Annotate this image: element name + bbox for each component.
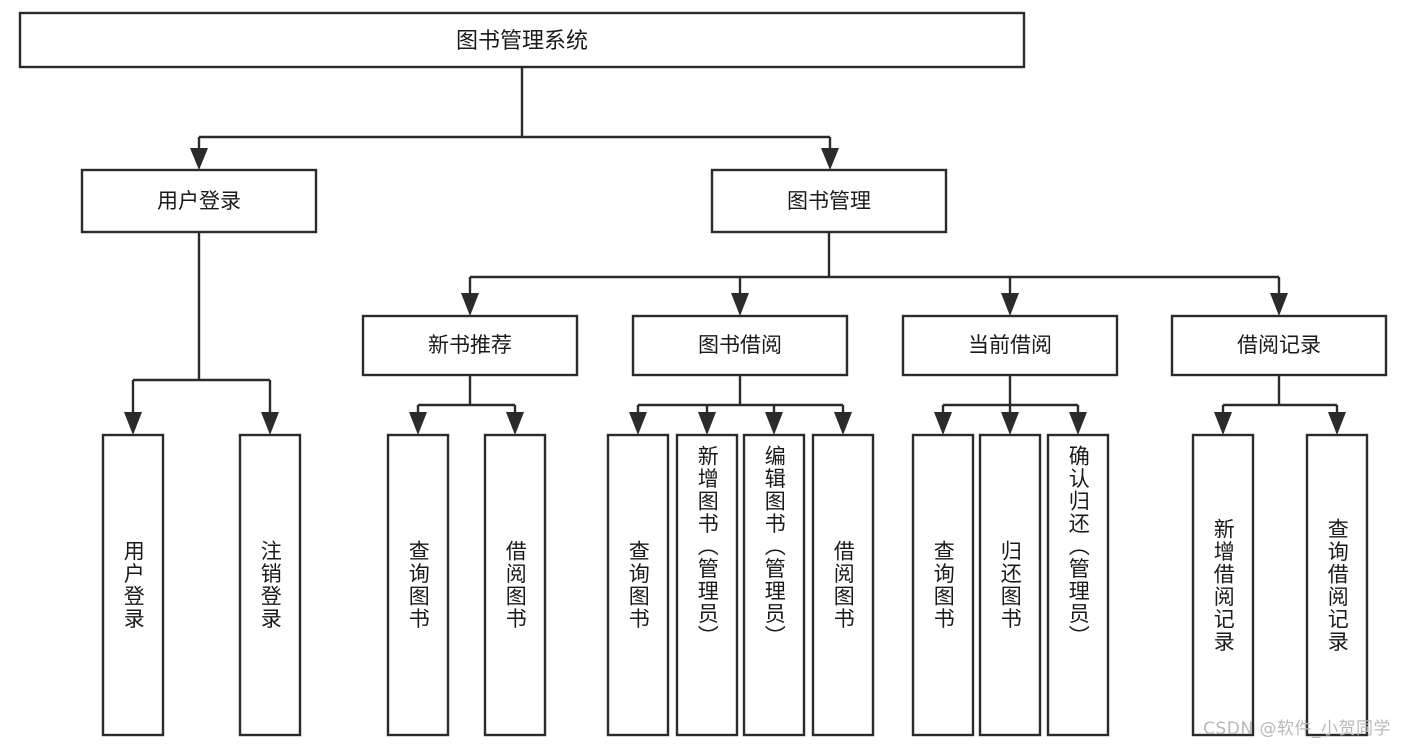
level3-label-1: 图书借阅 <box>698 333 782 357</box>
arrowhead-icon <box>765 412 783 435</box>
leaf-box-current-borrow-1[interactable] <box>978 433 1042 737</box>
arrowhead-icon <box>731 293 749 316</box>
level3-label-3: 借阅记录 <box>1237 333 1321 357</box>
arrowhead-icon <box>1001 293 1019 316</box>
level3-box-0[interactable] <box>361 314 579 377</box>
arrowhead-icon <box>934 412 952 435</box>
csdn-watermark: CSDN @软件_小贺同学 <box>1203 719 1391 739</box>
leaf-box-book-borrow-0[interactable] <box>606 433 670 737</box>
leaf-box-book-borrow-1[interactable] <box>675 433 739 737</box>
node-book-borrow[interactable]: 图书借阅 <box>631 314 849 377</box>
leaf-box-borrow-record-0[interactable] <box>1191 433 1255 737</box>
node-new-book-recommend[interactable]: 新书推荐 <box>361 314 579 377</box>
arrowhead-icon <box>1001 412 1019 435</box>
leaf-box-user-login-0[interactable] <box>101 433 165 737</box>
arrowhead-icon <box>261 412 279 435</box>
leaf-box-book-borrow-3[interactable] <box>811 433 875 737</box>
leaf-box-new-book-0[interactable] <box>386 433 450 737</box>
level2-box-0[interactable] <box>80 168 318 234</box>
arrowhead-icon <box>834 412 852 435</box>
connector-currentborrow-to-leaves <box>934 375 1087 435</box>
level2-label-1: 图书管理 <box>787 189 871 213</box>
root-box[interactable] <box>18 11 1026 69</box>
arrowhead-icon <box>629 412 647 435</box>
arrowhead-icon <box>409 412 427 435</box>
arrowhead-icon <box>1328 412 1346 435</box>
connector-borrowrecord-to-leaves <box>1214 375 1346 435</box>
leaf-box-user-login-1[interactable] <box>238 433 302 737</box>
node-root[interactable]: 图书管理系统 <box>18 11 1026 69</box>
connector-bookmanage-to-level3 <box>461 232 1288 316</box>
arrowhead-icon <box>506 412 524 435</box>
level3-box-2[interactable] <box>901 314 1119 377</box>
node-book-manage[interactable]: 图书管理 <box>710 168 948 234</box>
leaf-box-book-borrow-2[interactable] <box>742 433 806 737</box>
arrowhead-icon <box>821 148 839 170</box>
arrowhead-icon <box>461 293 479 316</box>
connector-bookborrow-to-leaves <box>629 375 852 435</box>
arrowhead-icon <box>124 412 142 435</box>
arrowhead-icon <box>1270 293 1288 316</box>
node-user-login[interactable]: 用户登录 <box>80 168 318 234</box>
node-borrow-record[interactable]: 借阅记录 <box>1170 314 1388 377</box>
connector-root-to-level2 <box>190 67 839 170</box>
arrowhead-icon <box>1069 412 1087 435</box>
leaf-box-current-borrow-0[interactable] <box>911 433 975 737</box>
level3-label-0: 新书推荐 <box>428 333 512 357</box>
arrowhead-icon <box>698 412 716 435</box>
level2-label-0: 用户登录 <box>157 189 241 213</box>
level3-label-2: 当前借阅 <box>968 333 1052 357</box>
leaf-box-new-book-1[interactable] <box>483 433 547 737</box>
connector-userlogin-to-leaves <box>124 232 279 435</box>
root-label: 图书管理系统 <box>456 29 588 54</box>
node-current-borrow[interactable]: 当前借阅 <box>901 314 1119 377</box>
leaf-box-borrow-record-1[interactable] <box>1305 433 1369 737</box>
arrowhead-icon <box>1214 412 1232 435</box>
connector-newbook-to-leaves <box>409 375 524 435</box>
leaf-box-current-borrow-2[interactable] <box>1046 433 1110 737</box>
arrowhead-icon <box>190 148 208 170</box>
